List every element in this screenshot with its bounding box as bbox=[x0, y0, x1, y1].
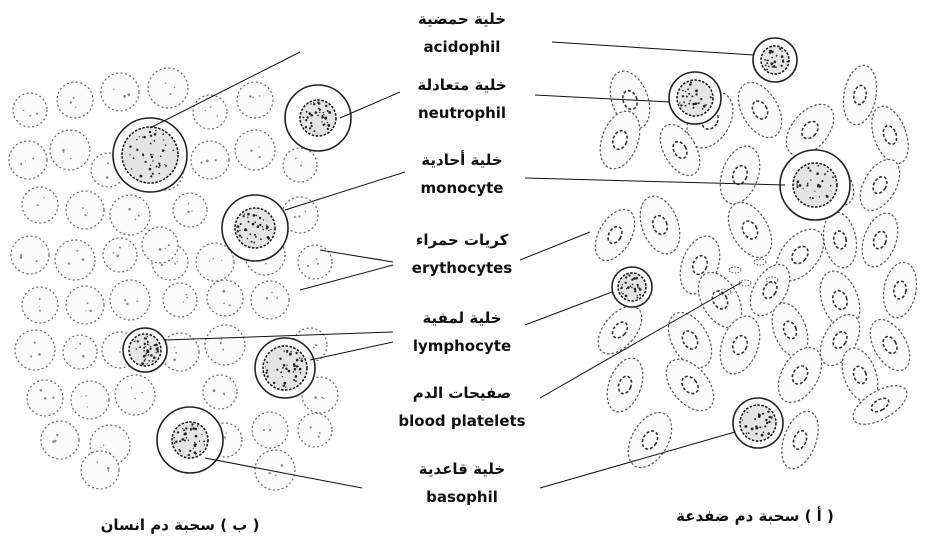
red-blood-cell bbox=[203, 375, 237, 409]
frog-red-blood-cell bbox=[729, 75, 790, 145]
red-blood-cell bbox=[142, 227, 178, 263]
red-blood-cell bbox=[207, 280, 243, 316]
frog-red-blood-cell bbox=[855, 208, 904, 272]
label-monocyte-en: monocyte bbox=[421, 179, 504, 197]
red-blood-cell bbox=[55, 240, 95, 280]
frog-neutrophil-cell-nucleus bbox=[677, 80, 713, 116]
label-acidophil-en: acidophil bbox=[424, 38, 501, 56]
red-blood-cell bbox=[298, 413, 332, 447]
red-blood-cell bbox=[22, 287, 58, 323]
red-blood-cell bbox=[255, 450, 295, 490]
label-platelets-en: blood platelets bbox=[398, 412, 525, 430]
red-blood-cell bbox=[63, 335, 97, 369]
label-lymphocyte-ar: خلية لمفية bbox=[422, 309, 501, 327]
frog-blood-smear bbox=[587, 38, 920, 475]
frog-red-blood-cell bbox=[633, 191, 687, 260]
leader-line bbox=[520, 232, 590, 260]
red-blood-cell bbox=[57, 82, 93, 118]
label-erythrocytes-en: erythocytes bbox=[412, 259, 513, 277]
label-basophil-en: basophil bbox=[426, 488, 498, 506]
red-blood-cell bbox=[173, 193, 207, 227]
leader-line bbox=[552, 42, 754, 55]
leader-line bbox=[525, 292, 612, 325]
label-platelets-ar: صفيحات الدم bbox=[413, 384, 512, 402]
label-acidophil: خلية حمضية acidophil bbox=[418, 10, 506, 56]
basophil-cell-nucleus bbox=[172, 422, 208, 458]
red-blood-cell bbox=[163, 283, 197, 317]
red-blood-cell bbox=[205, 325, 245, 365]
red-blood-cell bbox=[115, 375, 155, 415]
label-neutrophil: خلية متعادلة neutrophil bbox=[417, 76, 506, 122]
red-blood-cell bbox=[283, 148, 317, 182]
caption-human: ( ب ) سحبة دم انسان bbox=[101, 516, 260, 534]
frog-red-blood-cell bbox=[619, 405, 680, 475]
caption-frog: ( أ ) سحبة دم ضفدعة bbox=[676, 506, 834, 525]
red-blood-cell bbox=[50, 130, 90, 170]
red-blood-cell bbox=[9, 141, 47, 179]
red-blood-cell bbox=[15, 330, 55, 370]
red-blood-cell bbox=[148, 68, 188, 108]
platelet bbox=[754, 259, 766, 265]
red-blood-cell bbox=[101, 73, 139, 111]
label-lymphocyte: خلية لمفية lymphocyte bbox=[413, 309, 511, 355]
frog-red-blood-cell bbox=[600, 353, 649, 417]
label-platelets: صفيحات الدم blood platelets bbox=[398, 384, 525, 430]
red-blood-cell bbox=[193, 95, 227, 129]
red-blood-cell bbox=[110, 280, 150, 320]
frog-red-blood-cell bbox=[865, 101, 916, 168]
red-blood-cell bbox=[13, 93, 47, 127]
red-blood-cell bbox=[103, 238, 137, 272]
frog-red-blood-cell bbox=[713, 141, 767, 210]
frog-red-blood-cell bbox=[587, 203, 643, 267]
red-blood-cell bbox=[22, 187, 58, 223]
frog-red-blood-cell bbox=[879, 260, 920, 321]
red-blood-cell bbox=[66, 286, 104, 324]
red-blood-cell bbox=[235, 130, 275, 170]
label-basophil-ar: خلية قاعدية bbox=[419, 460, 505, 478]
label-erythrocytes: كريات حمراء erythocytes bbox=[412, 231, 513, 277]
red-blood-cell bbox=[298, 245, 332, 279]
leader-line bbox=[535, 95, 670, 102]
label-monocyte: خلية أحادية monocyte bbox=[421, 150, 504, 197]
label-neutrophil-ar: خلية متعادلة bbox=[417, 76, 506, 94]
red-blood-cell bbox=[11, 236, 49, 274]
red-blood-cell bbox=[237, 82, 273, 118]
red-blood-cell bbox=[191, 141, 229, 179]
label-lymphocyte-en: lymphocyte bbox=[413, 337, 511, 355]
platelet bbox=[729, 267, 741, 273]
label-monocyte-ar: خلية أحادية bbox=[421, 150, 502, 169]
label-erythrocytes-ar: كريات حمراء bbox=[416, 231, 509, 249]
red-blood-cell bbox=[110, 195, 150, 235]
red-blood-cell bbox=[41, 421, 79, 459]
label-neutrophil-en: neutrophil bbox=[418, 104, 506, 122]
red-blood-cell bbox=[251, 281, 289, 319]
frog-basophil-cell-nucleus bbox=[740, 405, 776, 441]
frog-red-blood-cell bbox=[719, 195, 780, 265]
human-blood-smear bbox=[9, 68, 351, 490]
label-acidophil-ar: خلية حمضية bbox=[418, 10, 506, 28]
red-blood-cell bbox=[71, 381, 109, 419]
neutrophil-cell-nucleus bbox=[300, 100, 336, 136]
red-blood-cell bbox=[66, 191, 104, 229]
label-basophil: خلية قاعدية basophil bbox=[419, 460, 505, 506]
red-blood-cell bbox=[81, 451, 119, 489]
